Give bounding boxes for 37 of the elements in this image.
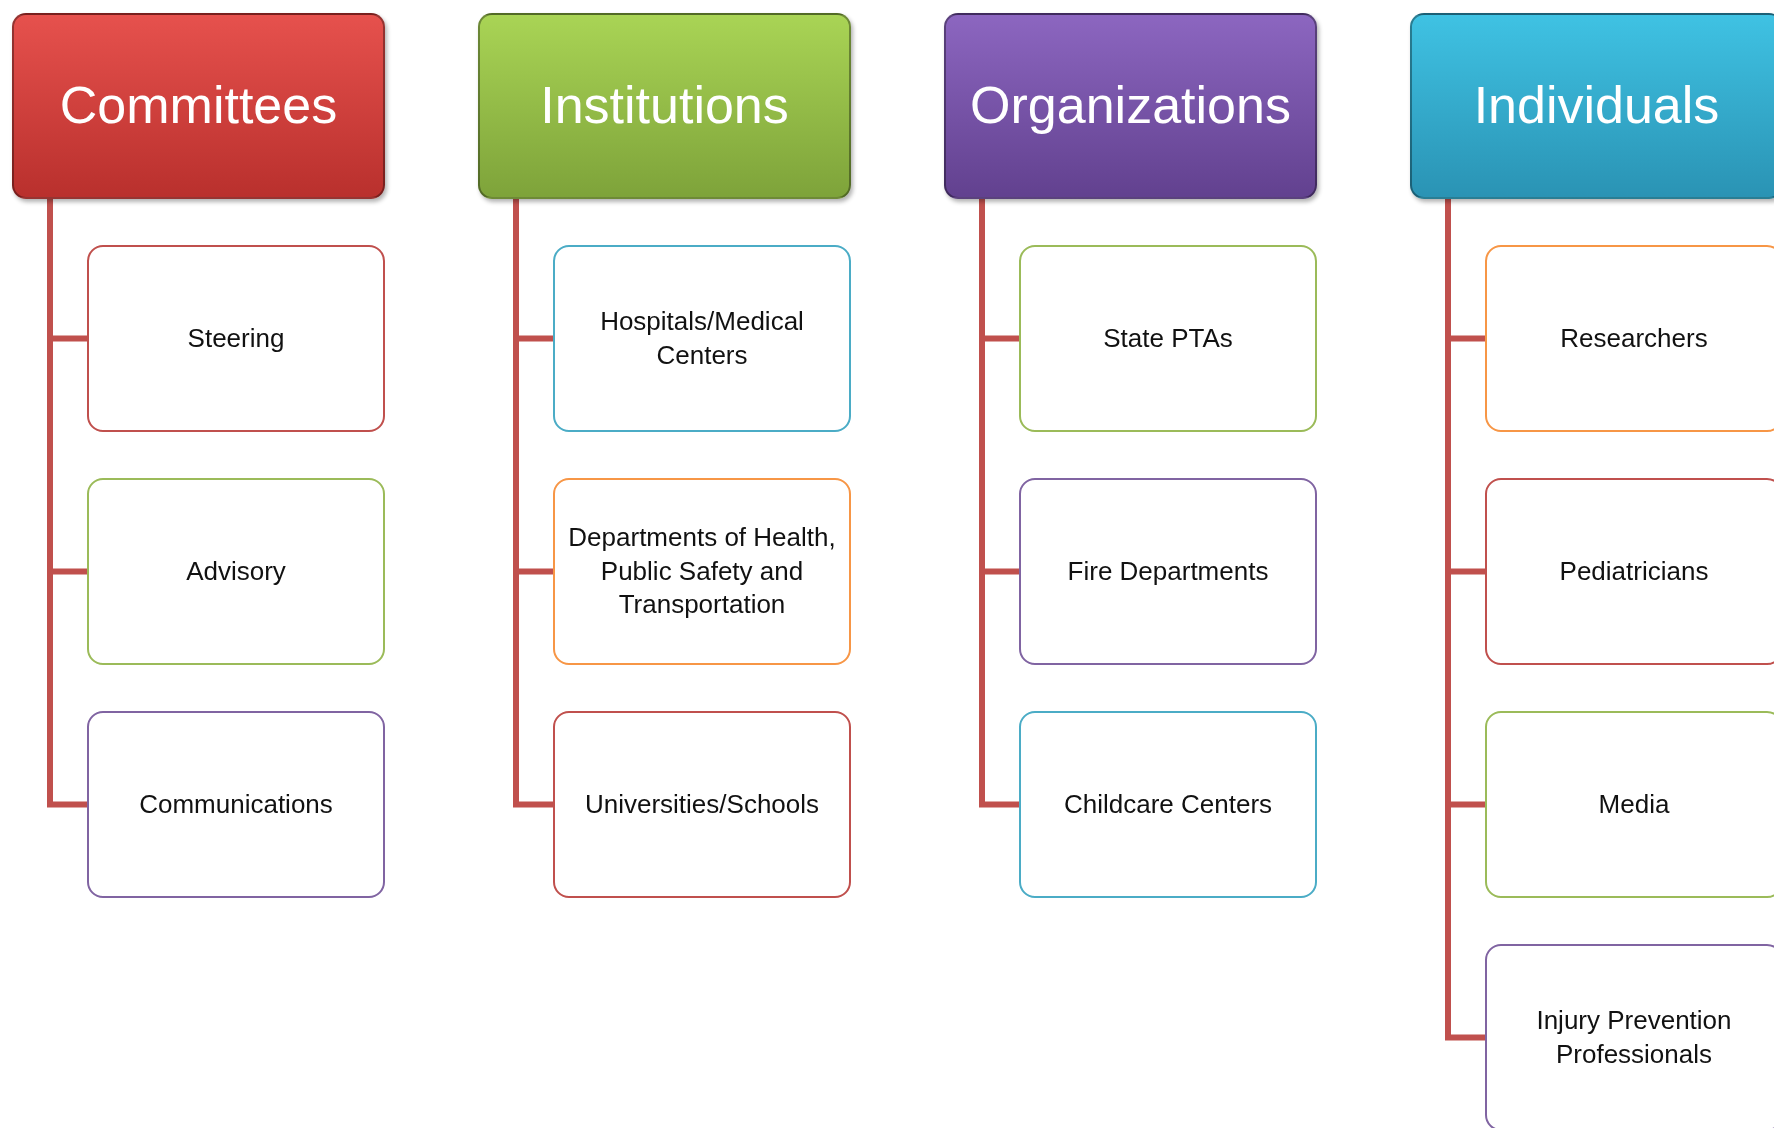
member-box — [1485, 711, 1774, 898]
category-header-box — [1410, 13, 1774, 199]
connector-line — [513, 199, 553, 808]
member-box — [1485, 245, 1774, 432]
node-label: Hospitals/Medical Centers — [599, 304, 805, 372]
member-box — [1019, 478, 1317, 665]
node-label: Universities/Schools — [584, 787, 820, 821]
node-label: Institutions — [540, 75, 789, 137]
node-label: State PTAs — [1103, 321, 1233, 355]
node-label: Fire Departments — [1067, 554, 1269, 588]
member-box — [87, 478, 385, 665]
member-box — [553, 478, 851, 665]
node-label: Organizations — [970, 75, 1291, 137]
member-box — [1019, 711, 1317, 898]
node-label: Injury Prevention Professionals — [1535, 1003, 1733, 1071]
member-box — [87, 711, 385, 898]
node-label: Advisory — [186, 554, 286, 588]
connector-line — [47, 199, 87, 808]
node-label: Individuals — [1473, 75, 1720, 137]
node-label: Childcare Centers — [1063, 787, 1273, 821]
category-header-box — [944, 13, 1317, 199]
member-box — [87, 245, 385, 432]
node-label: Committees — [59, 75, 338, 137]
node-label: Steering — [187, 321, 285, 355]
category-header-box — [12, 13, 385, 199]
node-label: Pediatricians — [1559, 554, 1709, 588]
category-header-box — [478, 13, 851, 199]
node-label: Communications — [139, 787, 333, 821]
node-label: Departments of Health, Public Safety and Transportation — [567, 520, 837, 622]
member-box — [1485, 478, 1774, 665]
member-box — [553, 711, 851, 898]
member-box — [1485, 944, 1774, 1128]
node-label: Media — [1598, 787, 1670, 821]
member-box — [553, 245, 851, 432]
connector-line — [979, 199, 1019, 808]
node-label: Researchers — [1560, 321, 1708, 355]
member-box — [1019, 245, 1317, 432]
